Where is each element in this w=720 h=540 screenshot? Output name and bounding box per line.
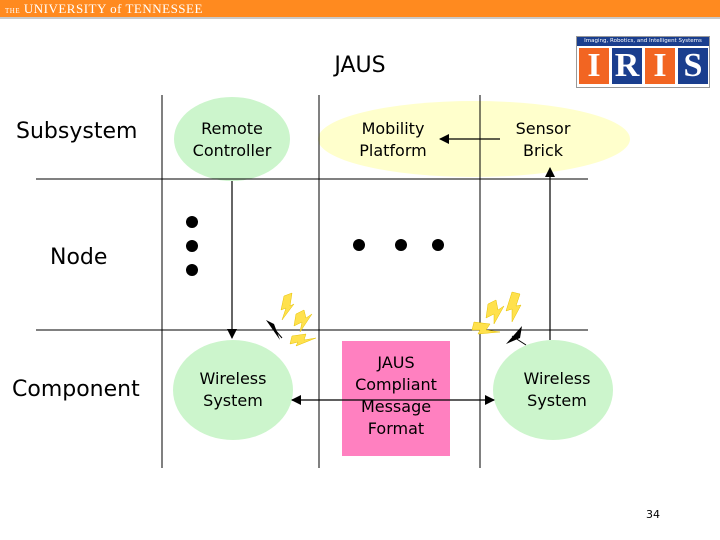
dot-horizontal-2: [395, 239, 407, 251]
iris-letter-r: R: [612, 48, 642, 84]
remote-controller-ellipse: [174, 97, 290, 181]
page-number: 34: [646, 508, 660, 521]
wireless-system-left-label: Wireless System: [199, 369, 267, 410]
wireless-system-left-ellipse: [173, 340, 293, 440]
wireless-system-right-label: Wireless System: [523, 369, 591, 410]
sensor-brick-label: Sensor Brick: [515, 119, 571, 160]
jaus-message-label: JAUS Compliant Message Format: [355, 353, 437, 438]
antenna-icon-right: [506, 326, 527, 346]
dot-vertical-2: [186, 240, 198, 252]
row-label-subsystem: Subsystem: [16, 119, 138, 144]
iris-letter-i: I: [579, 48, 609, 84]
dot-horizontal-3: [432, 239, 444, 251]
iris-logo: Imaging, Robotics, and Intelligent Syste…: [576, 36, 710, 88]
header-bar: THE UNIVERSITY of TENNESSEE: [0, 0, 720, 17]
remote-controller-label: Remote Controller: [192, 119, 272, 160]
iris-tagline: Imaging, Robotics, and Intelligent Syste…: [577, 37, 709, 46]
lightning-icon-left: [280, 292, 317, 347]
dot-horizontal-1: [353, 239, 365, 251]
header-divider: [0, 17, 720, 19]
mobility-platform-label: Mobility Platform: [359, 119, 427, 160]
slide-title: JAUS: [334, 53, 386, 78]
wireless-system-right-ellipse: [493, 340, 613, 440]
university-logo: THE UNIVERSITY of TENNESSEE: [5, 1, 203, 16]
iris-letter-s: S: [678, 48, 708, 84]
antenna-icon-left: [266, 320, 283, 340]
iris-letter-i-2: I: [645, 48, 675, 84]
dot-vertical-1: [186, 216, 198, 228]
lightning-icon-right: [471, 291, 522, 335]
jaus-message-box: [342, 341, 450, 456]
iris-letters: I R I S: [579, 48, 708, 84]
row-label-component: Component: [12, 377, 140, 402]
row-label-node: Node: [50, 245, 108, 270]
dot-vertical-3: [186, 264, 198, 276]
